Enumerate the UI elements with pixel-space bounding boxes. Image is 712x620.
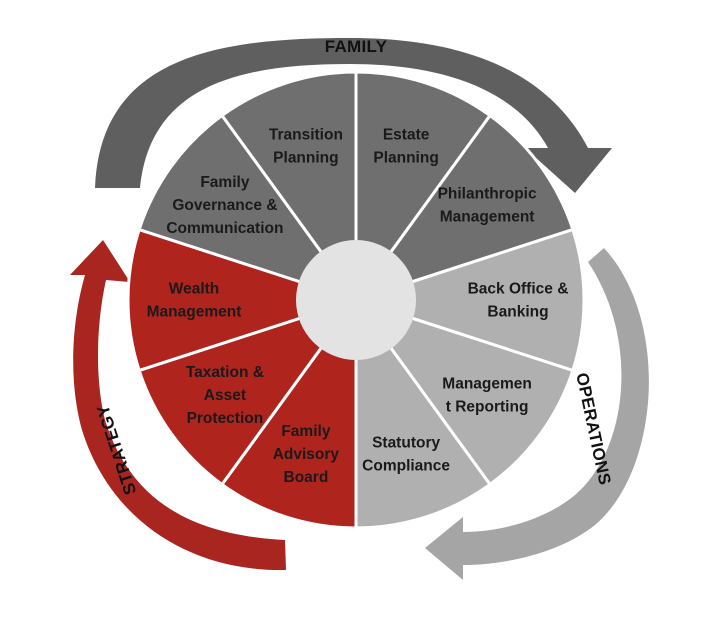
wheel-segments	[126, 70, 586, 530]
label-line: Back Office &	[468, 281, 569, 298]
cycle-arrows	[70, 38, 649, 580]
label-line: Board	[284, 469, 329, 486]
label-line: Wealth	[169, 281, 220, 298]
label-line: Governance &	[172, 197, 277, 214]
strategy-cycle-arrow	[70, 240, 286, 571]
wheel-hub	[296, 240, 416, 360]
segment-wealth-management	[126, 227, 361, 373]
label-line: Communication	[166, 220, 283, 237]
segment-management-reporting	[352, 297, 575, 487]
label-line: Taxation &	[186, 364, 264, 381]
label-line: Statutory	[372, 435, 440, 452]
label-line: Estate	[383, 126, 430, 143]
family-cycle-label: FAMILY	[325, 37, 388, 56]
label-line: Managemen	[442, 376, 532, 393]
label-line: Planning	[373, 149, 438, 166]
label-line: Family	[200, 174, 249, 191]
label-line: t Reporting	[446, 399, 529, 416]
segment-estate-planning	[354, 70, 493, 305]
label-line: Protection	[187, 410, 264, 427]
operations-cycle-arrow	[425, 248, 649, 580]
label-line: Banking	[487, 304, 548, 321]
label-line: Management	[440, 208, 535, 225]
label-line: Planning	[273, 149, 338, 166]
label-line: Advisory	[273, 446, 340, 463]
family-cycle-arrow	[95, 38, 612, 193]
segment-taxation-asset-protection	[137, 297, 360, 487]
label-back-office-banking: Back Office & Banking	[468, 281, 569, 321]
segment-statutory-compliance	[354, 295, 493, 530]
label-line: Transition	[269, 126, 343, 143]
label-line: Asset	[204, 387, 246, 404]
segment-back-office-banking	[351, 227, 586, 373]
label-management-reporting: Managemen t Reporting	[442, 376, 532, 416]
label-line: Family	[281, 423, 330, 440]
label-line: Compliance	[362, 458, 450, 475]
label-line: Management	[147, 304, 242, 321]
segment-philanthropic-management	[352, 113, 575, 303]
segment-family-governance-communication	[137, 113, 360, 303]
segment-family-advisory-board	[219, 295, 358, 530]
operations-cycle-label: OPERATIONS	[572, 371, 614, 487]
label-line: Philanthropic	[438, 185, 537, 202]
segment-transition-planning	[219, 70, 358, 305]
